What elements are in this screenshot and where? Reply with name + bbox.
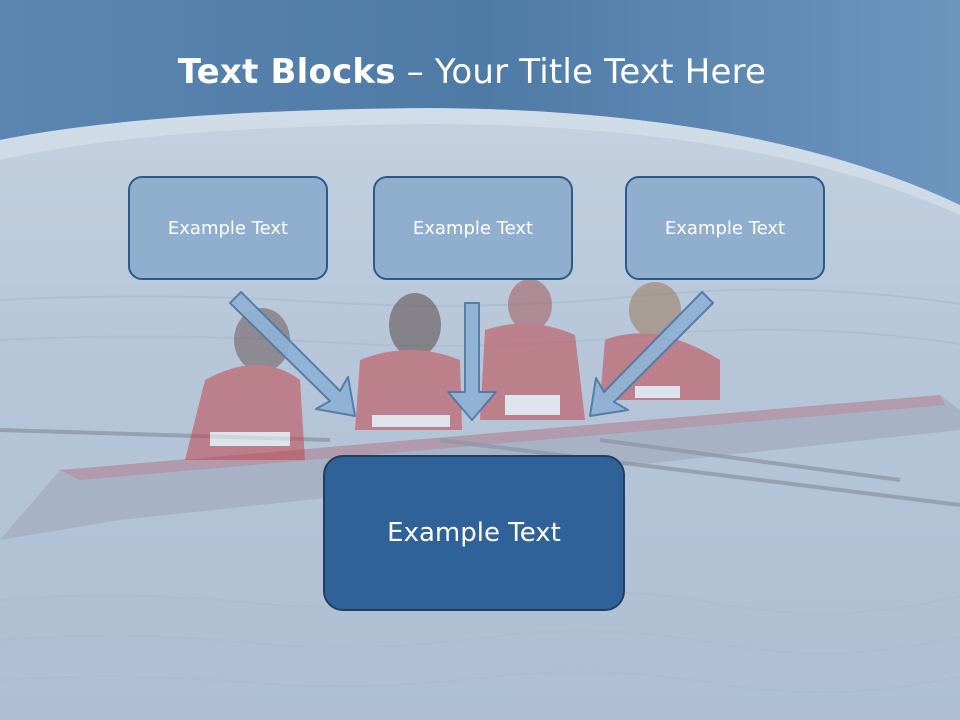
title-separator: – — [395, 52, 435, 92]
title-rest: Your Title Text Here — [434, 52, 767, 92]
text-block-3[interactable]: Example Text — [625, 176, 825, 280]
text-block-3-label: Example Text — [664, 217, 786, 239]
text-block-2-label: Example Text — [412, 217, 534, 239]
text-block-2[interactable]: Example Text — [373, 176, 573, 280]
main-text-block[interactable]: Example Text — [323, 455, 625, 611]
text-block-1-label: Example Text — [167, 217, 289, 239]
text-block-1[interactable]: Example Text — [128, 176, 328, 280]
title-bold-part: Text Blocks — [177, 52, 396, 92]
main-text-block-label: Example Text — [387, 518, 561, 548]
slide-title: Text Blocks – Your Title Text Here — [0, 52, 944, 92]
